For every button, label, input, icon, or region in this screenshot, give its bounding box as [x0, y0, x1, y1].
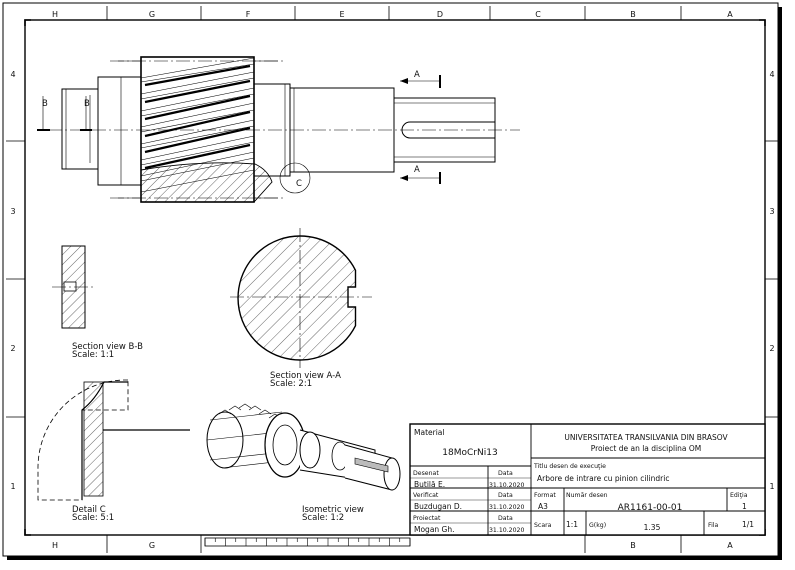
inner-border — [24, 19, 766, 536]
edition-label: Ediţia — [730, 491, 748, 499]
zone-label-bottom: G — [149, 541, 155, 550]
zone-labels-top: H G F E D C B A — [52, 10, 733, 19]
zone-label-top: H — [52, 10, 58, 19]
drawn-by: Butilă E. — [414, 480, 445, 489]
scale-value: 1:1 — [566, 520, 578, 529]
detail-c-scale: Scale: 5:1 — [72, 513, 114, 523]
zone-label-right: 3 — [769, 207, 774, 216]
date-drawn: 31.10.2020 — [489, 482, 524, 489]
section-bb-scale: Scale: 1:1 — [72, 350, 114, 360]
detail-c-view: Detail C Scale: 5:1 — [37, 379, 190, 523]
zone-label-top: B — [630, 10, 636, 19]
section-a-marks: A A — [400, 70, 441, 184]
zone-label-left: 2 — [10, 344, 15, 353]
checked-by: Buzdugan D. — [414, 502, 462, 511]
weight-label: G(kg) — [589, 522, 606, 529]
scale-label: Scara — [534, 522, 552, 529]
zone-label-left: 3 — [10, 207, 15, 216]
isometric-scale: Scale: 1:2 — [302, 513, 344, 523]
section-aa-title: Section view A-A — [270, 371, 341, 381]
date-label: Data — [498, 515, 513, 522]
zone-label-bottom: B — [630, 541, 636, 550]
section-bb-title: Section view B-B — [72, 342, 143, 352]
drawn-label: Desenat — [413, 470, 439, 477]
zone-labels-bottom: H G B A — [52, 541, 733, 550]
designed-label: Proiectat — [413, 515, 441, 522]
weight-value: 1.35 — [644, 523, 661, 532]
bottom-ruler — [204, 537, 411, 547]
material-value: 18MoCrNi13 — [442, 448, 497, 458]
drawing-title-label: Titlu desen de execuţie — [533, 462, 606, 470]
main-view-shaft: C — [48, 56, 520, 203]
zone-label-left: 4 — [10, 70, 15, 79]
sheet-value: 1/1 — [742, 520, 754, 529]
section-b-marks: B B — [37, 96, 92, 131]
section-bb-view: Section view B-B Scale: 1:1 — [52, 245, 143, 360]
zone-label-top: C — [535, 10, 541, 19]
detail-c-mark: C — [296, 179, 302, 189]
zone-label-left: 1 — [10, 482, 15, 491]
title-block: Material 18MoCrNi13 UNIVERSITATEA TRANSI… — [409, 423, 766, 536]
format-label: Format — [534, 492, 556, 499]
isometric-view: Isometric view Scale: 1:2 — [206, 403, 401, 523]
zone-label-top: E — [339, 10, 344, 19]
section-aa-scale: Scale: 2:1 — [270, 379, 312, 389]
sheet-label: Fila — [708, 522, 719, 529]
detail-c-title: Detail C — [72, 505, 106, 515]
drawing-no-label: Număr desen — [566, 492, 608, 499]
zone-label-bottom: H — [52, 541, 58, 550]
date-checked: 31.10.2020 — [489, 504, 524, 511]
zone-labels-left: 4 3 2 1 — [10, 70, 15, 491]
checked-label: Verificat — [413, 492, 439, 499]
drawing-title: Arbore de intrare cu pinion cilindric — [537, 474, 669, 483]
section-b-mark-left: B — [42, 99, 48, 109]
zone-label-bottom: A — [727, 541, 733, 550]
broken-section — [140, 162, 273, 203]
section-a-mark-bottom: A — [414, 165, 420, 175]
zone-labels-right: 4 3 2 1 — [769, 70, 774, 491]
edition-value: 1 — [742, 502, 747, 511]
date-label: Data — [498, 492, 513, 499]
section-aa-view: Section view A-A Scale: 2:1 — [230, 228, 372, 389]
material-label: Material — [414, 428, 444, 437]
date-label: Data — [498, 470, 513, 477]
drawing-no: AR1161-00-01 — [618, 503, 683, 513]
tooth-shading — [144, 64, 251, 170]
gear-dim-lines — [118, 60, 278, 199]
project-name: Proiect de an la disciplina OM — [591, 444, 702, 453]
section-b-mark-right: B — [84, 99, 90, 109]
zone-label-right: 1 — [769, 482, 774, 491]
zone-label-right: 2 — [769, 344, 774, 353]
zone-label-top: G — [149, 10, 155, 19]
section-a-mark-top: A — [414, 70, 420, 80]
zone-label-top: A — [727, 10, 733, 19]
university-name: UNIVERSITATEA TRANSILVANIA DIN BRASOV — [564, 433, 728, 442]
zone-dividers — [6, 6, 778, 553]
date-designed: 31.10.2020 — [489, 527, 524, 534]
zone-label-top: F — [246, 10, 251, 19]
zone-label-top: D — [437, 10, 443, 19]
designed-by: Mogan Gh. — [414, 525, 455, 534]
zone-label-right: 4 — [769, 70, 774, 79]
detail-c-circle — [279, 162, 311, 194]
format-value: A3 — [538, 502, 548, 511]
isometric-title: Isometric view — [302, 505, 364, 515]
